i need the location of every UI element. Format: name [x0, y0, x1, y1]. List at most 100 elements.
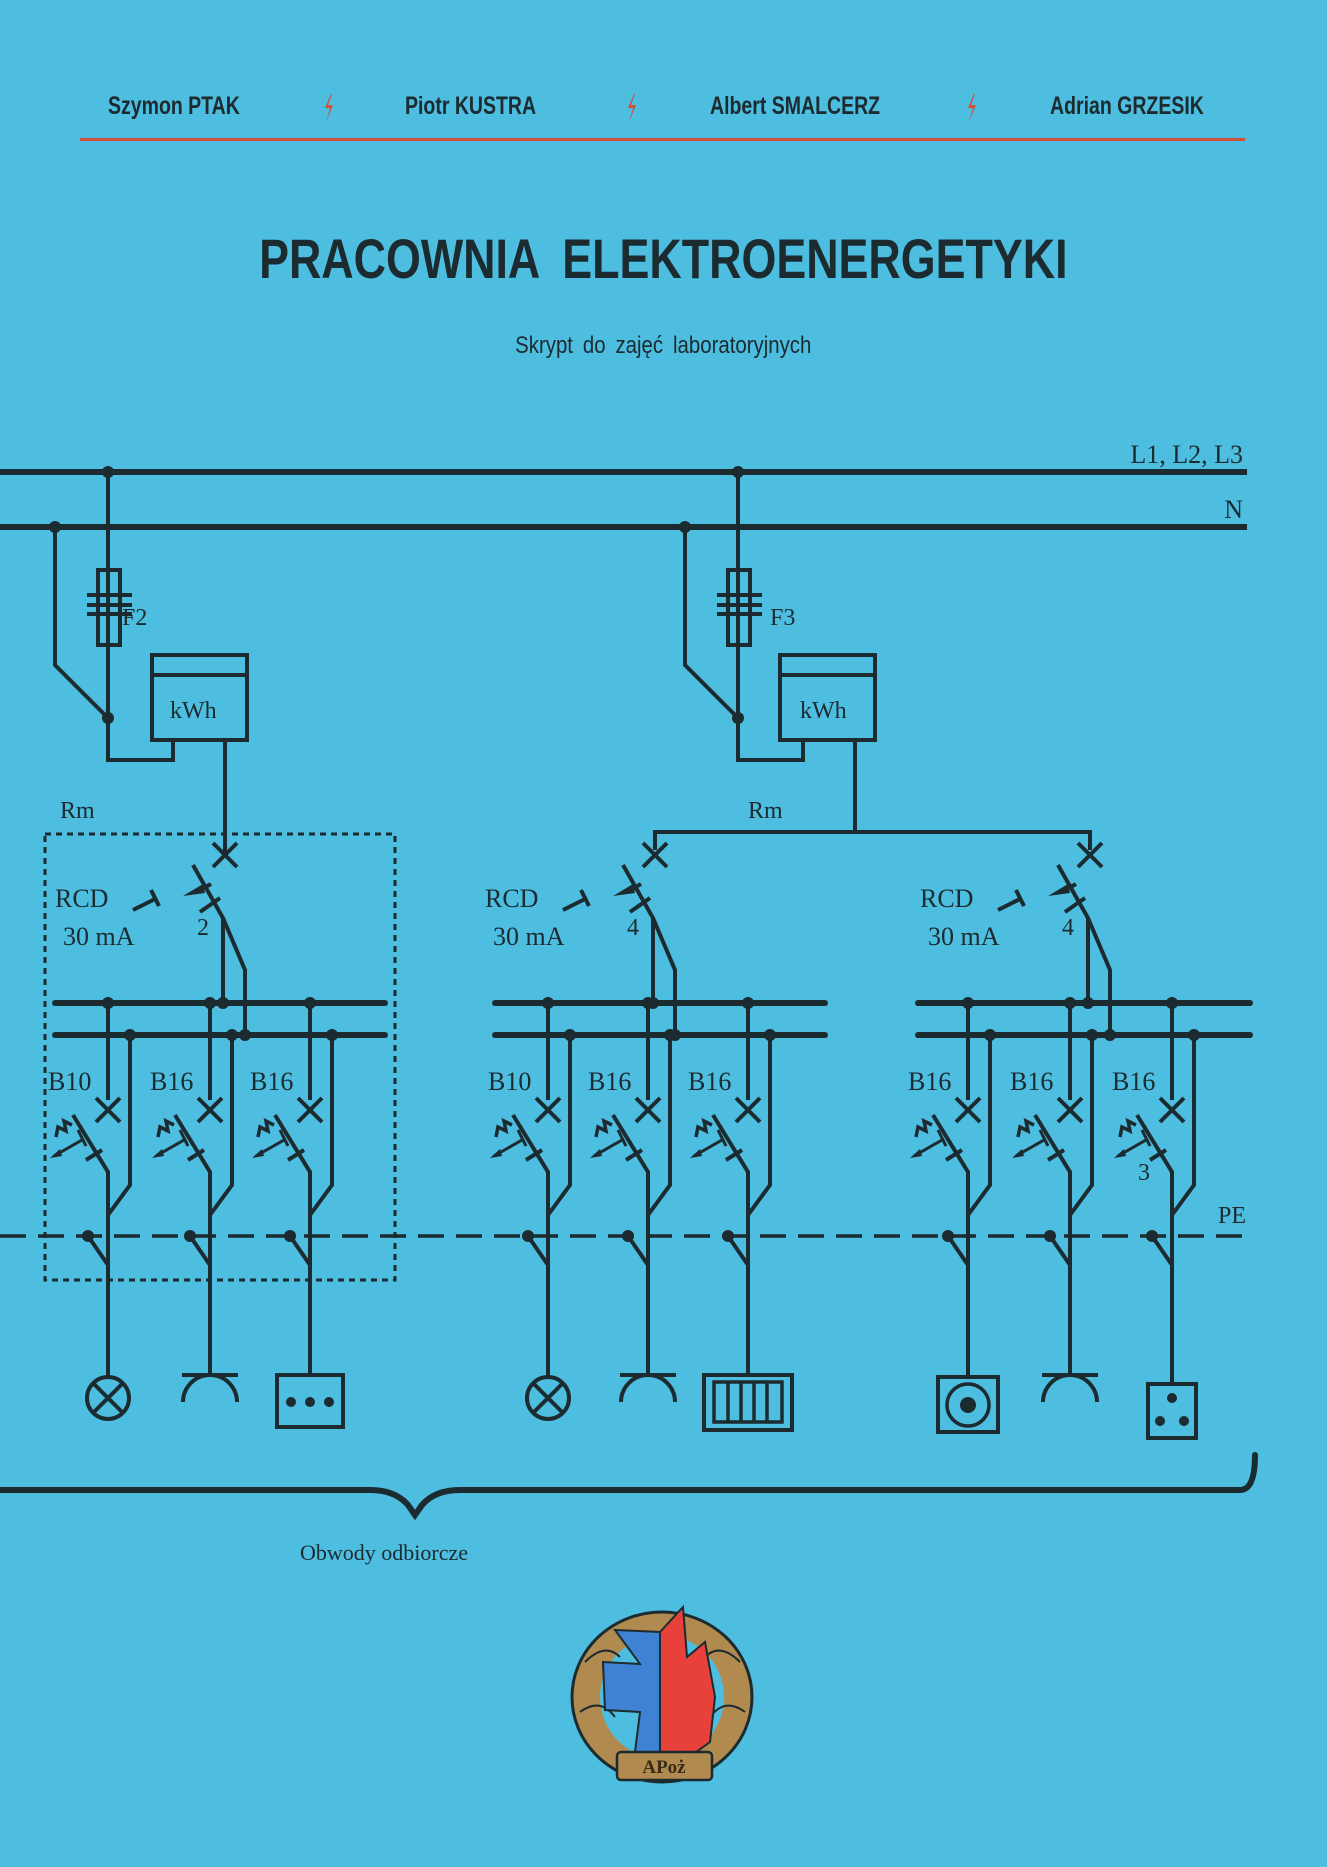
three-phase-socket-icon: [1155, 1416, 1165, 1426]
breaker-blade: [711, 1113, 750, 1340]
pe-wire: [526, 1234, 550, 1267]
switchboard-enclosure: [43, 832, 397, 1282]
socket-icon: [181, 1373, 239, 1403]
three-phase-socket-icon: [1167, 1393, 1177, 1403]
pe-wire: [1048, 1234, 1072, 1267]
junction-dot: [1104, 1029, 1116, 1041]
magnetic-trip-icon: [490, 1149, 502, 1158]
author-name: Albert SMALCERZ: [710, 92, 881, 120]
author-name: Adrian GRZESIK: [1050, 92, 1204, 120]
pe-wire: [86, 1234, 110, 1267]
rcd-contact-icon: [1076, 841, 1104, 869]
magnetic-trip-icon: [936, 1129, 948, 1147]
breaker-contact-icon: [196, 1096, 224, 1124]
magnetic-trip-icon: [178, 1129, 190, 1147]
device-box-icon: [324, 1397, 334, 1407]
pe-wire: [288, 1234, 312, 1267]
fuse-label: F3: [770, 605, 795, 631]
heater-icon: [712, 1380, 784, 1424]
rcd-test-icon: [562, 889, 591, 912]
three-phase-socket-icon: [1146, 1382, 1198, 1440]
meter-label: kWh: [800, 698, 847, 724]
pe-wire: [946, 1234, 970, 1267]
outlet-box-icon: [960, 1397, 976, 1413]
rcd-blade: [1086, 917, 1112, 1036]
lightning-bolt-icon: [968, 94, 976, 122]
switchboard-label: Rm: [748, 798, 783, 824]
wire: [208, 1035, 234, 1217]
magnetic-trip-icon: [1140, 1129, 1152, 1147]
breaker-contact-icon: [534, 1096, 562, 1124]
header-rule: [80, 138, 1245, 141]
device-box-icon: [305, 1397, 315, 1407]
rcd-arrow-icon: [613, 884, 635, 896]
pe-wire: [188, 1234, 212, 1267]
breaker-label: B16: [908, 1067, 951, 1096]
lightning-bolt-icon: [325, 94, 333, 122]
breaker-tick: [944, 1148, 964, 1162]
rcd-arrow-icon: [201, 882, 212, 891]
wire: [308, 1035, 334, 1217]
breaker-label: B16: [1010, 1067, 1053, 1096]
wire: [546, 1035, 572, 1217]
breaker-contact-icon: [94, 1096, 122, 1124]
thermal-trip-icon: [156, 1117, 175, 1138]
breaker-label: B16: [150, 1067, 193, 1096]
three-phase-socket-icon: [1179, 1416, 1189, 1426]
magnetic-trip-icon: [50, 1149, 62, 1158]
rcd-arrow-icon: [183, 884, 205, 896]
breaker-label: B16: [250, 1067, 293, 1096]
thermal-trip-icon: [256, 1117, 275, 1138]
rcd-blade: [651, 917, 677, 1036]
outlet-box-icon: [945, 1382, 991, 1428]
magnetic-trip-icon: [690, 1149, 702, 1158]
rcd-test-icon: [132, 889, 161, 912]
breaker-label: B16: [1112, 1067, 1155, 1096]
breaker-label: B10: [488, 1067, 531, 1096]
breaker-blade: [273, 1113, 312, 1340]
device-box-icon: [286, 1397, 296, 1407]
junction-dot: [217, 997, 229, 1009]
authors-row: Szymon PTAK Piotr KUSTRA Albert SMALCERZ…: [80, 92, 1245, 132]
brace: [0, 1452, 1258, 1521]
thermal-trip-icon: [1118, 1117, 1137, 1138]
breaker-tick: [724, 1148, 744, 1162]
magnetic-trip-icon: [616, 1129, 628, 1147]
switchboard-label: Rm: [60, 798, 95, 824]
socket-icon: [619, 1373, 677, 1403]
magnetic-trip-icon: [1012, 1149, 1024, 1158]
wire: [1170, 1035, 1196, 1217]
thermal-trip-icon: [914, 1117, 933, 1138]
breaker-tick: [1148, 1148, 1168, 1162]
rcd-tick: [198, 896, 222, 914]
rcd-poles: 4: [1062, 915, 1074, 941]
lightning-bolt-icon: [628, 94, 636, 122]
breaker-label: B10: [48, 1067, 91, 1096]
heater-icon: [702, 1373, 794, 1432]
breaker-tick: [84, 1148, 104, 1162]
breaker-tick: [1046, 1148, 1066, 1162]
wire: [646, 1035, 672, 1217]
rcd-arrow-icon: [1048, 884, 1070, 896]
rcd-tick: [1063, 896, 1087, 914]
thermal-trip-icon: [694, 1117, 713, 1138]
pe-wire: [626, 1234, 650, 1267]
breaker-tick: [286, 1148, 306, 1162]
rcd-poles: 4: [627, 915, 639, 941]
thermal-trip-icon: [594, 1117, 613, 1138]
outlet-box-icon: [936, 1375, 1000, 1434]
rcd-label: RCD: [55, 884, 108, 913]
rcd-rating: 30 mA: [928, 922, 1000, 951]
magnetic-trip-icon: [590, 1149, 602, 1158]
neutral-bus-label: N: [1224, 495, 1243, 524]
rcd-rating: 30 mA: [493, 922, 565, 951]
lamp-icon: [91, 1381, 125, 1415]
magnetic-trip-icon: [1114, 1149, 1126, 1158]
magnetic-trip-icon: [1038, 1129, 1050, 1147]
author-name: Szymon PTAK: [108, 92, 240, 120]
feeder-right: [653, 472, 1092, 850]
rcd-test-icon: [997, 889, 1026, 912]
thermal-trip-icon: [54, 1117, 73, 1138]
breaker-contact-icon: [634, 1096, 662, 1124]
